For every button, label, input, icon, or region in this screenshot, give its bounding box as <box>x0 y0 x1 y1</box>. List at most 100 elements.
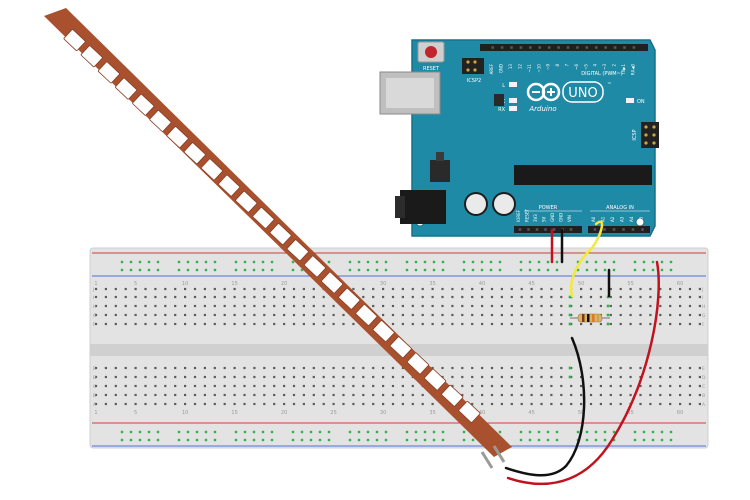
terminal-hole <box>451 304 454 308</box>
digital-header-pins <box>491 46 636 49</box>
terminal-hole <box>471 393 474 397</box>
terminal-hole <box>599 287 602 291</box>
power-rail-hole <box>414 438 418 442</box>
terminal-hole <box>203 375 206 379</box>
column-number: 45 <box>528 410 534 416</box>
power-rail-hole <box>327 260 331 264</box>
terminal-hole <box>312 375 315 379</box>
terminal-hole <box>580 384 583 388</box>
terminal-hole <box>322 366 325 370</box>
terminal-hole <box>342 366 345 370</box>
terminal-hole <box>312 287 315 291</box>
terminal-hole <box>104 402 107 406</box>
terminal-hole <box>144 313 147 317</box>
terminal-hole <box>401 402 404 406</box>
power-rail-hole <box>651 438 655 442</box>
terminal-hole <box>322 402 325 406</box>
digital-pin-label: 2 <box>612 64 617 67</box>
power-rail-hole <box>642 438 646 442</box>
terminal-hole <box>451 384 454 388</box>
terminal-hole <box>471 402 474 406</box>
power-rail-hole <box>309 430 313 434</box>
power-rail-hole <box>138 260 142 264</box>
terminal-hole <box>273 375 276 379</box>
power-rail-hole <box>546 438 550 442</box>
terminal-hole <box>164 322 167 326</box>
usb-connector-inner <box>386 78 434 108</box>
terminal-hole <box>233 287 236 291</box>
terminal-hole <box>649 287 652 291</box>
power-rail-hole <box>576 260 580 264</box>
power-rail-hole <box>405 438 409 442</box>
terminal-hole <box>421 313 424 317</box>
terminal-hole <box>273 402 276 406</box>
terminal-hole <box>441 295 444 299</box>
terminal-hole <box>461 375 464 379</box>
terminal-hole <box>114 322 117 326</box>
terminal-hole <box>698 366 701 370</box>
power-rail-hole <box>156 438 160 442</box>
terminal-hole <box>550 402 553 406</box>
terminal-hole <box>213 393 216 397</box>
terminal-hole <box>273 393 276 397</box>
terminal-hole <box>203 384 206 388</box>
terminal-hole <box>312 322 315 326</box>
terminal-hole <box>174 313 177 317</box>
row-letter: I <box>93 295 94 301</box>
terminal-hole <box>580 287 583 291</box>
power-rail-hole <box>642 268 646 272</box>
terminal-hole <box>520 384 523 388</box>
power-rail-hole <box>603 260 607 264</box>
column-number: 40 <box>479 281 485 287</box>
led-on <box>626 98 634 103</box>
column-number: 55 <box>627 281 633 287</box>
terminal-hole <box>540 287 543 291</box>
power-rail-hole <box>138 268 142 272</box>
wires <box>504 220 660 486</box>
power-rail-hole <box>489 260 493 264</box>
terminal-hole <box>500 366 503 370</box>
power-rail-hole <box>318 430 322 434</box>
terminal-hole <box>490 402 494 406</box>
column-number: 20 <box>281 410 287 416</box>
terminal-hole <box>174 375 177 379</box>
power-rail-hole <box>633 260 637 264</box>
terminal-hole <box>193 393 197 397</box>
column-number: 50 <box>578 281 584 287</box>
terminal-hole <box>679 313 682 317</box>
terminal-hole <box>114 287 117 291</box>
terminal-hole <box>619 375 622 379</box>
terminal-hole <box>372 295 375 299</box>
terminal-hole <box>550 287 553 291</box>
terminal-hole <box>451 375 454 379</box>
terminal-hole <box>589 375 593 379</box>
terminal-hole <box>580 375 583 379</box>
power-rail-hole <box>384 430 388 434</box>
terminal-hole <box>609 322 612 326</box>
power-rail-hole <box>147 430 151 434</box>
power-rail-hole <box>462 430 466 434</box>
capacitor-2 <box>492 192 516 216</box>
terminal-hole <box>540 393 543 397</box>
terminal-hole <box>688 304 692 308</box>
terminal-hole <box>659 287 662 291</box>
terminal-hole <box>540 313 543 317</box>
power-rail-hole <box>585 260 589 264</box>
terminal-hole <box>510 402 513 406</box>
wire-black-sensor <box>504 336 586 477</box>
terminal-hole <box>312 384 315 388</box>
column-number: 10 <box>182 281 188 287</box>
terminal-hole <box>471 366 474 370</box>
terminal-hole <box>560 313 563 317</box>
terminal-hole <box>679 287 682 291</box>
terminal-hole <box>659 313 662 317</box>
column-number: 45 <box>528 281 534 287</box>
terminal-hole <box>283 375 286 379</box>
arduino-logo-icon <box>526 82 561 102</box>
power-rail-hole <box>348 430 352 434</box>
header-pin <box>641 228 644 231</box>
power-pin-label: GND <box>550 213 555 222</box>
terminal-hole <box>154 393 157 397</box>
terminal-hole <box>520 304 523 308</box>
power-rail-hole <box>519 268 523 272</box>
